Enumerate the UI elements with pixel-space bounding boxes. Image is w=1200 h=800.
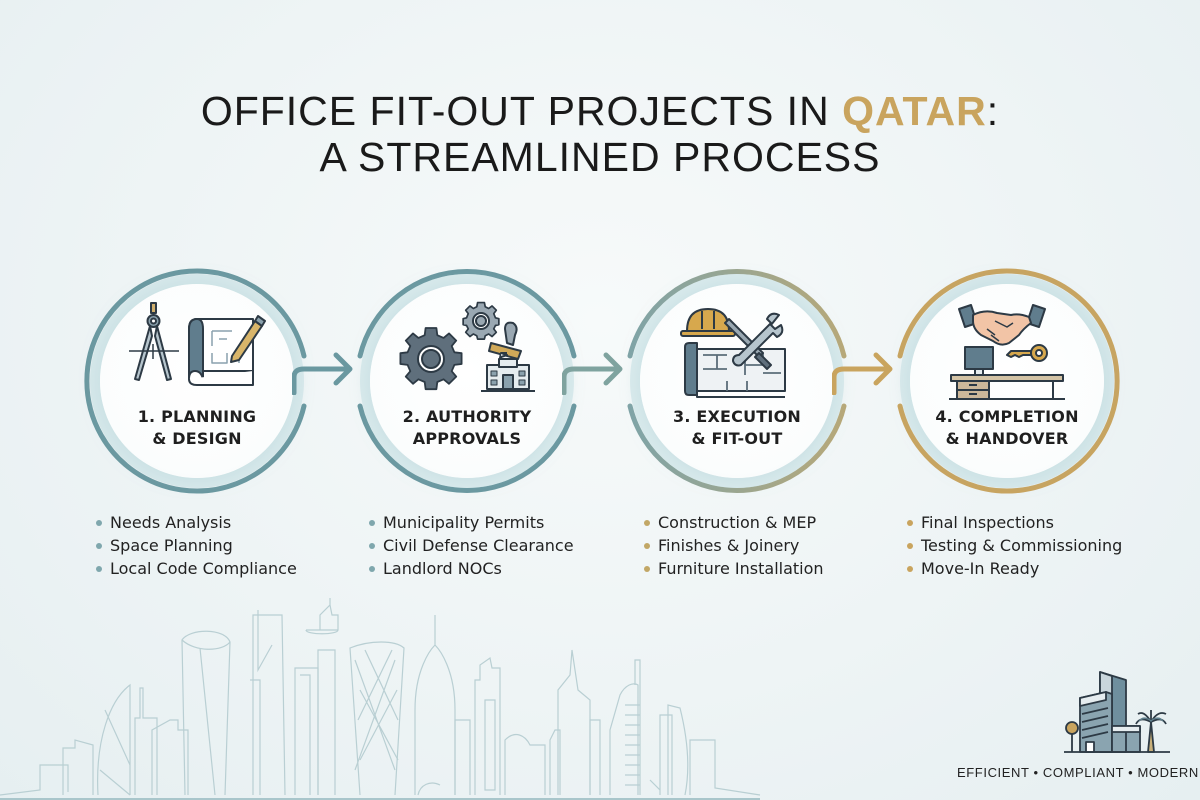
step-title: 2. AUTHORITY APPROVALS bbox=[402, 407, 532, 448]
step-ring bbox=[357, 269, 577, 493]
step-4-completion-handover: 4. COMPLETION & HANDOVER bbox=[882, 256, 1132, 506]
list-item: Needs Analysis bbox=[94, 511, 297, 534]
step-title: 4. COMPLETION & HANDOVER bbox=[935, 407, 1079, 448]
list-item: Landlord NOCs bbox=[367, 557, 574, 580]
bullet-dot-icon bbox=[369, 543, 375, 549]
handshake-key-desk-icon bbox=[949, 304, 1065, 400]
list-item: Municipality Permits bbox=[367, 511, 574, 534]
list-item: Testing & Commissioning bbox=[905, 534, 1122, 557]
bullet-dot-icon bbox=[907, 543, 913, 549]
compass-blueprint-pencil-icon bbox=[129, 302, 266, 386]
step-ring bbox=[897, 268, 1120, 494]
list-item: Space Planning bbox=[94, 534, 297, 557]
step-2-bullet-list: Municipality Permits Civil Defense Clear… bbox=[367, 511, 574, 580]
hardhat-wrench-screwdriver-floorplan-icon bbox=[680, 308, 786, 398]
step-1-bullet-list: Needs Analysis Space Planning Local Code… bbox=[94, 511, 297, 580]
arrow-right-icon bbox=[292, 352, 353, 395]
bullet-dot-icon bbox=[96, 543, 102, 549]
bullet-dot-icon bbox=[907, 520, 913, 526]
list-item: Furniture Installation bbox=[642, 557, 824, 580]
step-title: 3. EXECUTION & FIT-OUT bbox=[673, 407, 801, 448]
step-3-bullet-list: Construction & MEP Finishes & Joinery Fu… bbox=[642, 511, 824, 580]
gears-stamp-government-building-icon bbox=[399, 301, 535, 392]
bullet-dot-icon bbox=[644, 566, 650, 572]
title-line-1: OFFICE FIT-OUT PROJECTS IN QATAR: bbox=[200, 88, 1000, 134]
list-item: Civil Defense Clearance bbox=[367, 534, 574, 557]
list-item: Finishes & Joinery bbox=[642, 534, 824, 557]
step-title: 1. PLANNING & DESIGN bbox=[137, 407, 257, 448]
bullet-dot-icon bbox=[369, 566, 375, 572]
bullet-dot-icon bbox=[644, 520, 650, 526]
doha-skyline-illustration bbox=[0, 598, 761, 800]
step-ring bbox=[627, 269, 847, 493]
step-2-authority-approvals: 2. AUTHORITY APPROVALS bbox=[342, 256, 592, 506]
title-line-2: A STREAMLINED PROCESS bbox=[319, 134, 881, 180]
office-building-palm-tree-icon bbox=[1064, 671, 1170, 753]
page-title: OFFICE FIT-OUT PROJECTS IN QATAR: A STRE… bbox=[0, 88, 1200, 180]
list-item: Local Code Compliance bbox=[94, 557, 297, 580]
footer-tagline: EFFICIENT • COMPLIANT • MODERN bbox=[957, 765, 1199, 780]
title-accent-qatar: QATAR bbox=[842, 88, 987, 134]
bullet-dot-icon bbox=[644, 543, 650, 549]
bullet-dot-icon bbox=[96, 566, 102, 572]
step-1-planning-design: 1. PLANNING & DESIGN bbox=[72, 256, 322, 506]
arrow-right-icon bbox=[832, 352, 893, 395]
arrow-right-icon bbox=[562, 352, 623, 395]
bullet-dot-icon bbox=[907, 566, 913, 572]
list-item: Move-In Ready bbox=[905, 557, 1122, 580]
step-3-execution-fit-out: 3. EXECUTION & FIT-OUT bbox=[612, 256, 862, 506]
bullet-dot-icon bbox=[369, 520, 375, 526]
step-4-bullet-list: Final Inspections Testing & Commissionin… bbox=[905, 511, 1122, 580]
step-ring bbox=[84, 268, 307, 494]
list-item: Construction & MEP bbox=[642, 511, 824, 534]
list-item: Final Inspections bbox=[905, 511, 1122, 534]
bullet-dot-icon bbox=[96, 520, 102, 526]
